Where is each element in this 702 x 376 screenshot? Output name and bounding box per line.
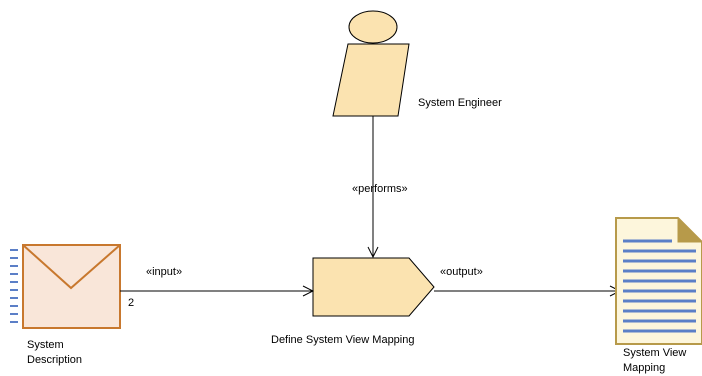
envelope-flap-icon: [22, 244, 121, 290]
input-work-product[interactable]: [10, 244, 121, 329]
dashed-border-icon: [10, 249, 18, 323]
role-system-engineer[interactable]: [332, 10, 410, 117]
input-multiplicity: 2: [128, 297, 134, 309]
document-fold-icon: [677, 216, 702, 243]
output-label-line1: System View: [623, 347, 686, 359]
output-label-line2: Mapping: [623, 362, 665, 374]
task-label: Define System View Mapping: [271, 334, 414, 346]
input-label-line2: Description: [27, 354, 82, 366]
input-edge-label: «input»: [146, 266, 182, 278]
output-work-product[interactable]: [615, 216, 702, 345]
role-body-icon: [332, 43, 410, 117]
performs-label: «performs»: [352, 183, 408, 195]
document-text-lines-icon: [623, 239, 696, 333]
output-edge-label: «output»: [440, 266, 483, 278]
task-shape[interactable]: [312, 257, 435, 317]
input-label-line1: System: [27, 339, 64, 351]
role-label: System Engineer: [418, 97, 502, 109]
role-head-icon: [348, 10, 398, 44]
